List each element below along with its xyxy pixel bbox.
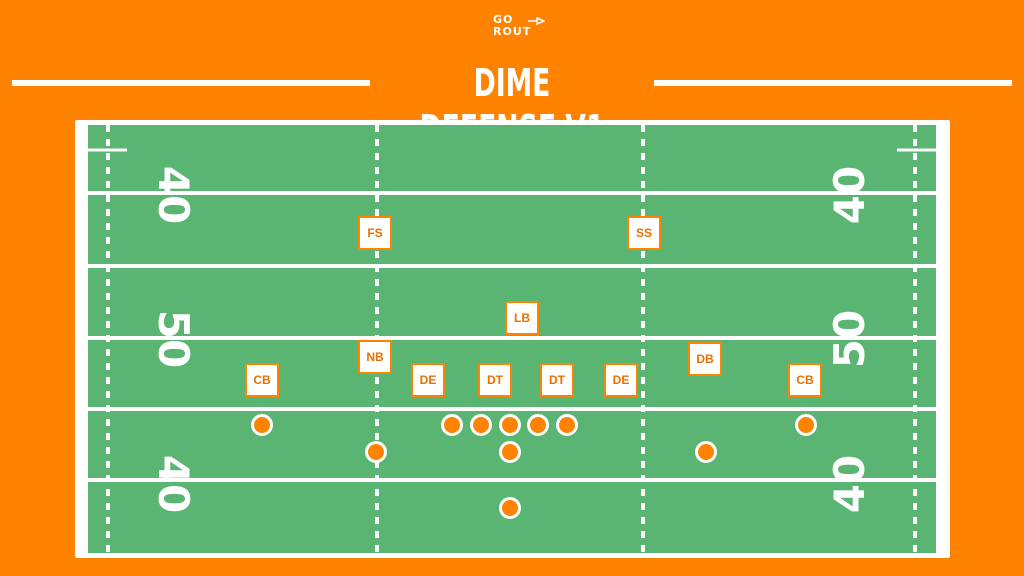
yard-number-right-top: 40 bbox=[825, 165, 874, 225]
offense-player-center bbox=[499, 414, 521, 436]
defender-de-left: DE bbox=[411, 363, 445, 397]
title-rule-right bbox=[654, 80, 1012, 86]
offense-player-rt bbox=[556, 414, 578, 436]
defender-db: DB bbox=[688, 342, 722, 376]
offense-player-wr-left bbox=[251, 414, 273, 436]
yard-number-left-mid: 50 bbox=[149, 309, 198, 369]
defender-lb: LB bbox=[505, 301, 539, 335]
offense-player-wr-right bbox=[795, 414, 817, 436]
defender-nb: NB bbox=[358, 340, 392, 374]
offense-player-rb bbox=[499, 497, 521, 519]
defender-de-right: DE bbox=[604, 363, 638, 397]
defender-cb-left: CB bbox=[245, 363, 279, 397]
offense-player-slot-right bbox=[695, 441, 717, 463]
page-title: DIME DEFENSE V1 bbox=[419, 61, 604, 151]
yard-number-right-bottom: 40 bbox=[825, 454, 874, 514]
title-rule-left bbox=[12, 80, 370, 86]
defender-fs: FS bbox=[358, 216, 392, 250]
goroute-logo: GO ROUT bbox=[493, 14, 553, 42]
offense-player-lt bbox=[441, 414, 463, 436]
offense-player-qb bbox=[499, 441, 521, 463]
offense-player-lg bbox=[470, 414, 492, 436]
offense-player-slot-left bbox=[365, 441, 387, 463]
yard-number-right-mid: 50 bbox=[825, 309, 874, 369]
logo-line-2: ROUT bbox=[493, 25, 532, 38]
defender-cb-right: CB bbox=[788, 363, 822, 397]
defender-ss: SS bbox=[627, 216, 661, 250]
field-markings bbox=[88, 125, 936, 553]
defender-dt-right: DT bbox=[540, 363, 574, 397]
yard-number-left-top: 40 bbox=[149, 165, 198, 225]
logo-line-1: GO bbox=[493, 13, 514, 26]
football-field: 40 50 40 40 50 40 FS SS LB NB DB CB CB D… bbox=[75, 120, 950, 558]
yard-number-left-bottom: 40 bbox=[149, 454, 198, 514]
offense-player-rg bbox=[527, 414, 549, 436]
whistle-icon bbox=[528, 16, 545, 26]
defender-dt-left: DT bbox=[478, 363, 512, 397]
